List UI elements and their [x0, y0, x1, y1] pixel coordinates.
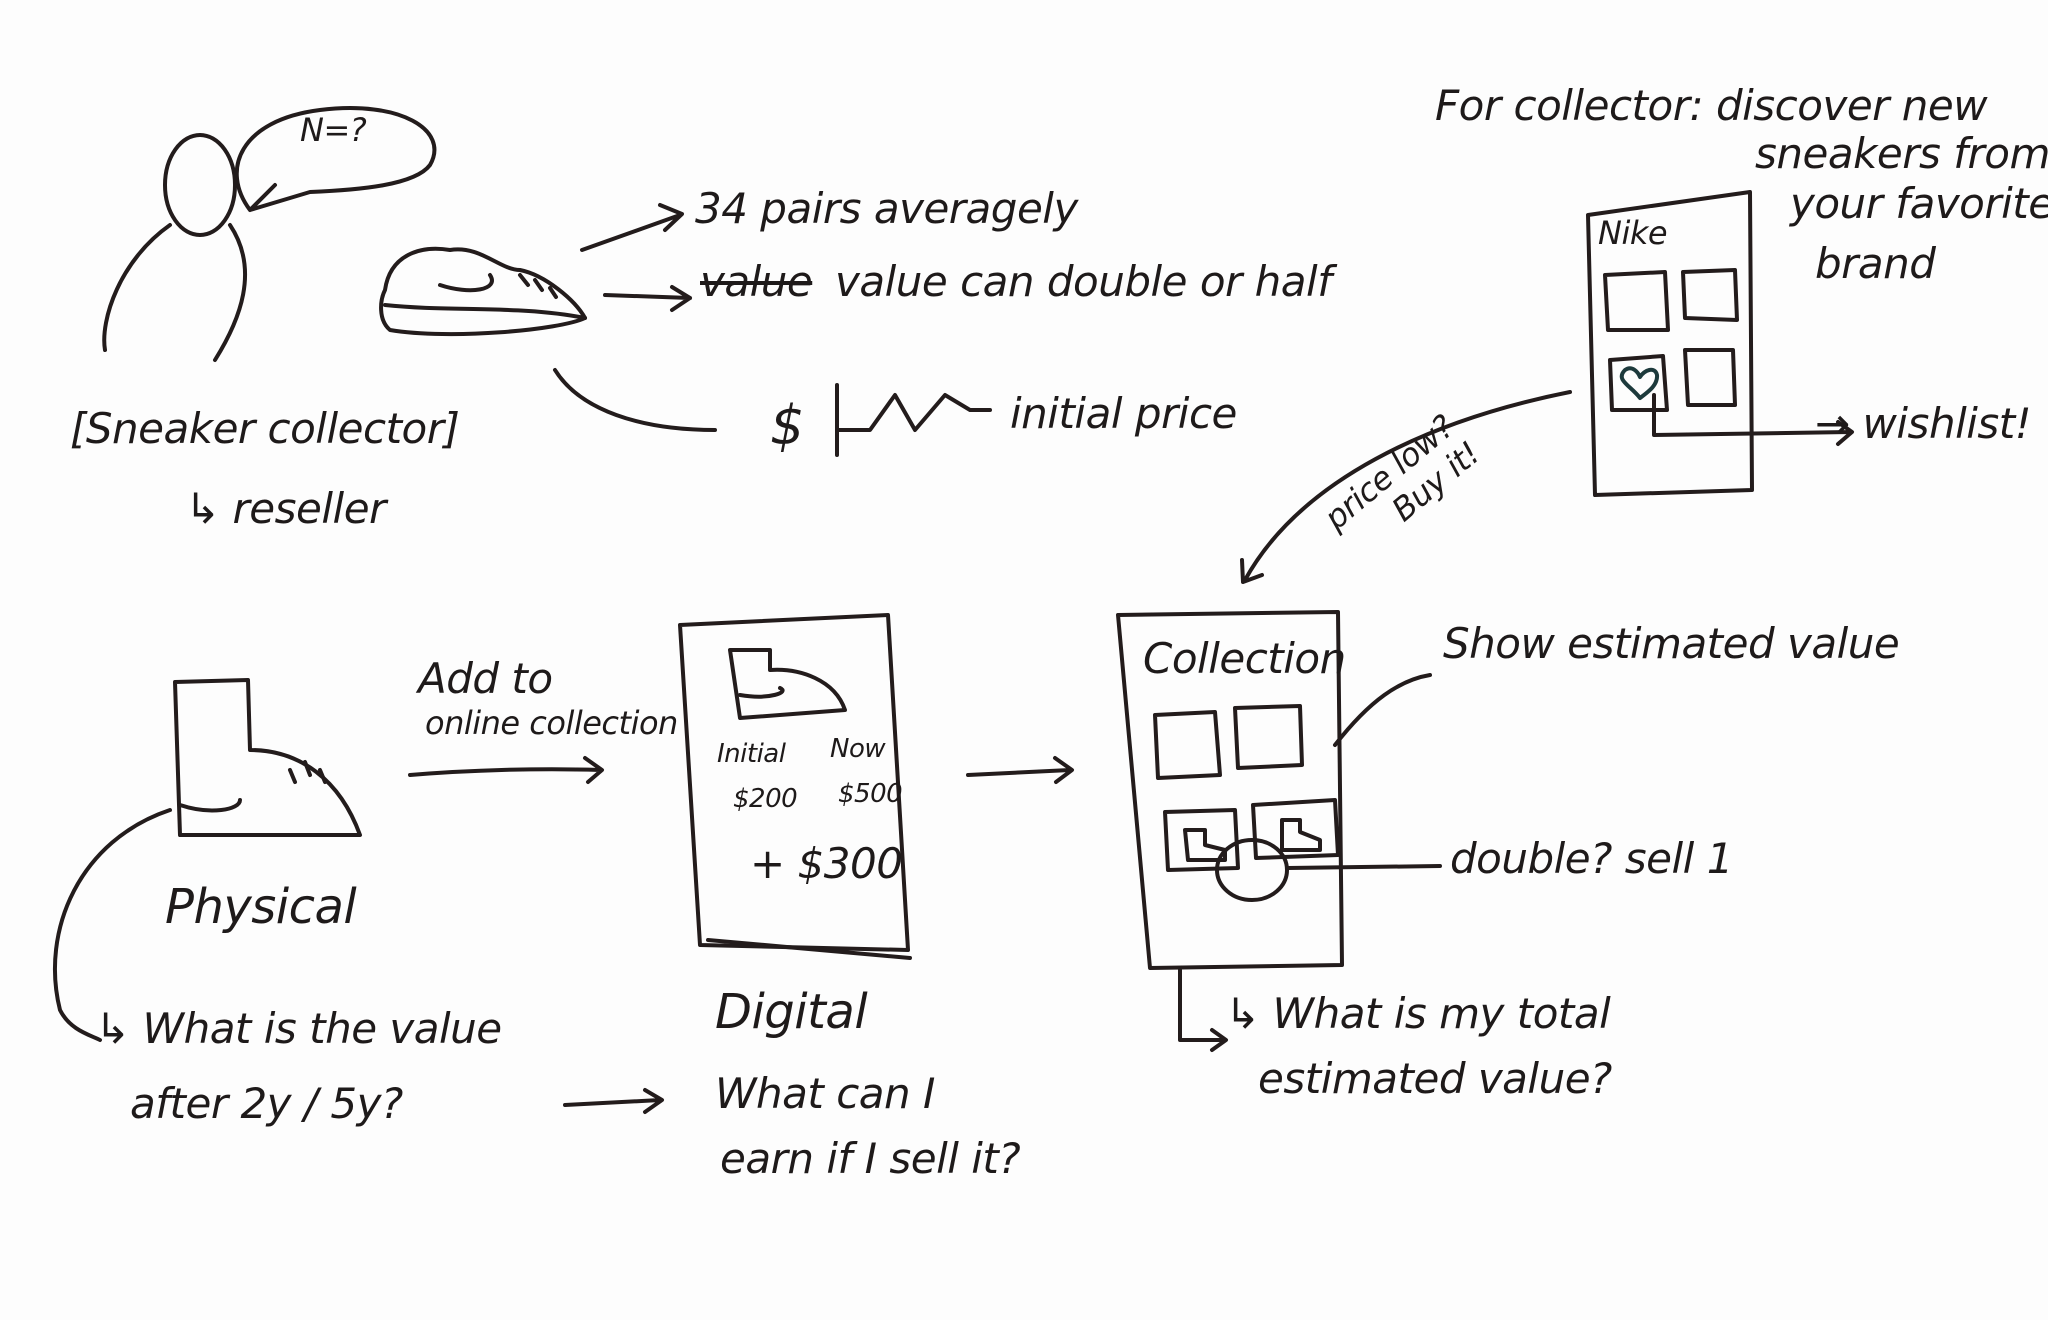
- now-value: $500: [838, 779, 903, 809]
- person-icon: [102, 133, 247, 362]
- digital-question-2: earn if I sell it?: [720, 1134, 1021, 1183]
- heart-icon: [1619, 366, 1660, 400]
- speech-bubble-text: N=?: [300, 111, 367, 149]
- physical-question-2: after 2y / 5y?: [130, 1079, 403, 1128]
- add-label-2: online collection: [425, 704, 678, 742]
- discover-heading-2: sneakers from: [1755, 129, 2048, 178]
- double-sell-note: double? sell 1: [1450, 834, 1733, 883]
- speech-bubble-icon: [234, 106, 437, 212]
- physical-sneaker-icon: [52, 678, 362, 1042]
- pairs-fact: 34 pairs averagely: [695, 184, 1078, 233]
- collection-phone-mockup: [1116, 610, 1442, 1052]
- price-trend-icon: [835, 383, 992, 457]
- collection-title: Collection: [1143, 634, 1346, 683]
- discover-heading-1: For collector: discover new: [1435, 81, 1988, 130]
- nike-phone-title: Nike: [1598, 214, 1668, 252]
- physical-label: Physical: [165, 879, 357, 935]
- nike-phone-mockup: [1586, 190, 1854, 497]
- initial-value: $200: [733, 784, 798, 814]
- collection-question-1: ↳ What is my total: [1225, 989, 1611, 1038]
- value-fact: value can double or half: [835, 257, 1332, 306]
- price-symbol: $: [770, 394, 804, 457]
- gain-value: + $300: [750, 839, 903, 888]
- discover-heading-4: brand: [1815, 239, 1936, 288]
- struck-word: value: [700, 257, 813, 306]
- wishlist-label: → wishlist!: [1815, 399, 2032, 448]
- price-fact: initial price: [1010, 389, 1237, 438]
- persona-title: [Sneaker collector]: [70, 404, 460, 453]
- digital-question-1: What can I: [715, 1069, 935, 1118]
- physical-question-1: ↳ What is the value: [95, 1004, 502, 1053]
- collection-question-2: estimated value?: [1258, 1054, 1612, 1103]
- digital-label: Digital: [715, 984, 868, 1040]
- sneaker-icon: [379, 246, 587, 337]
- discover-heading-3: your favorite: [1790, 179, 2048, 228]
- now-label: Now: [830, 734, 886, 764]
- add-label-1: Add to: [418, 654, 553, 703]
- digital-phone-mockup: [678, 613, 912, 960]
- estimated-value-note: Show estimated value: [1443, 619, 1900, 668]
- persona-subtitle: ↳ reseller: [185, 484, 386, 533]
- initial-label: Initial: [717, 739, 786, 769]
